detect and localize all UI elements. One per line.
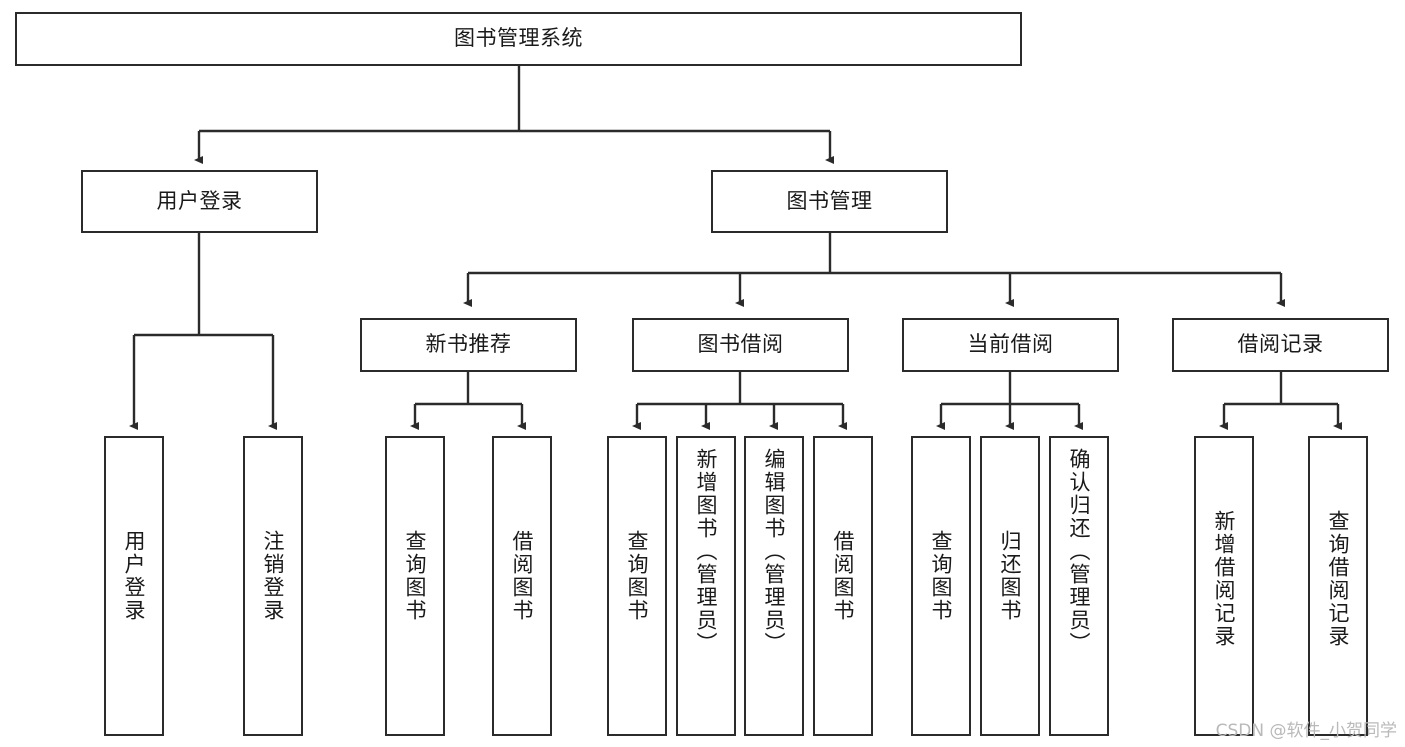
node-label: 新书推荐 [425, 332, 512, 357]
node-label: 图书管理系统 [454, 26, 583, 51]
node-label: 查询借阅记录 [1326, 510, 1351, 648]
node-label: 查询图书 [625, 530, 650, 622]
node-new-book-recommend[interactable]: 新书推荐 [360, 318, 577, 372]
node-book-management-system[interactable]: 图书管理系统 [15, 12, 1022, 66]
leaf-user-login[interactable]: 用户登录 [104, 436, 164, 736]
leaf-add-borrow-record[interactable]: 新增借阅记录 [1194, 436, 1254, 736]
leaf-confirm-return-admin[interactable]: 确认归还（管理员） [1049, 436, 1109, 736]
leaf-return-book[interactable]: 归还图书 [980, 436, 1040, 736]
node-label: 新增借阅记录 [1212, 510, 1237, 648]
node-label: 用户登录 [122, 530, 147, 622]
node-user-login[interactable]: 用户登录 [81, 170, 318, 233]
leaf-logout-login[interactable]: 注销登录 [243, 436, 303, 736]
node-label: 确认归还（管理员） [1067, 448, 1092, 655]
node-label: 用户登录 [156, 188, 243, 213]
node-label: 借阅记录 [1237, 332, 1324, 357]
leaf-edit-book-admin[interactable]: 编辑图书（管理员） [744, 436, 804, 736]
node-label: 查询图书 [929, 530, 954, 622]
node-book-management[interactable]: 图书管理 [711, 170, 948, 233]
node-label: 借阅图书 [510, 530, 535, 622]
node-label: 编辑图书（管理员） [762, 448, 787, 655]
node-book-borrow[interactable]: 图书借阅 [632, 318, 849, 372]
leaf-borrow-book-borrow[interactable]: 借阅图书 [813, 436, 873, 736]
leaf-borrow-book-recommend[interactable]: 借阅图书 [492, 436, 552, 736]
node-label: 图书管理 [786, 188, 873, 213]
node-label: 图书借阅 [697, 332, 784, 357]
leaf-query-book-current[interactable]: 查询图书 [911, 436, 971, 736]
node-current-borrow[interactable]: 当前借阅 [902, 318, 1119, 372]
leaf-query-book-recommend[interactable]: 查询图书 [385, 436, 445, 736]
node-label: 当前借阅 [967, 332, 1054, 357]
node-label: 新增图书（管理员） [694, 448, 719, 655]
leaf-add-book-admin[interactable]: 新增图书（管理员） [676, 436, 736, 736]
leaf-query-borrow-record[interactable]: 查询借阅记录 [1308, 436, 1368, 736]
node-label: 查询图书 [403, 530, 428, 622]
node-borrow-record[interactable]: 借阅记录 [1172, 318, 1389, 372]
node-label: 归还图书 [998, 530, 1023, 622]
node-label: 借阅图书 [831, 530, 856, 622]
node-label: 注销登录 [261, 530, 286, 622]
leaf-query-book-borrow[interactable]: 查询图书 [607, 436, 667, 736]
